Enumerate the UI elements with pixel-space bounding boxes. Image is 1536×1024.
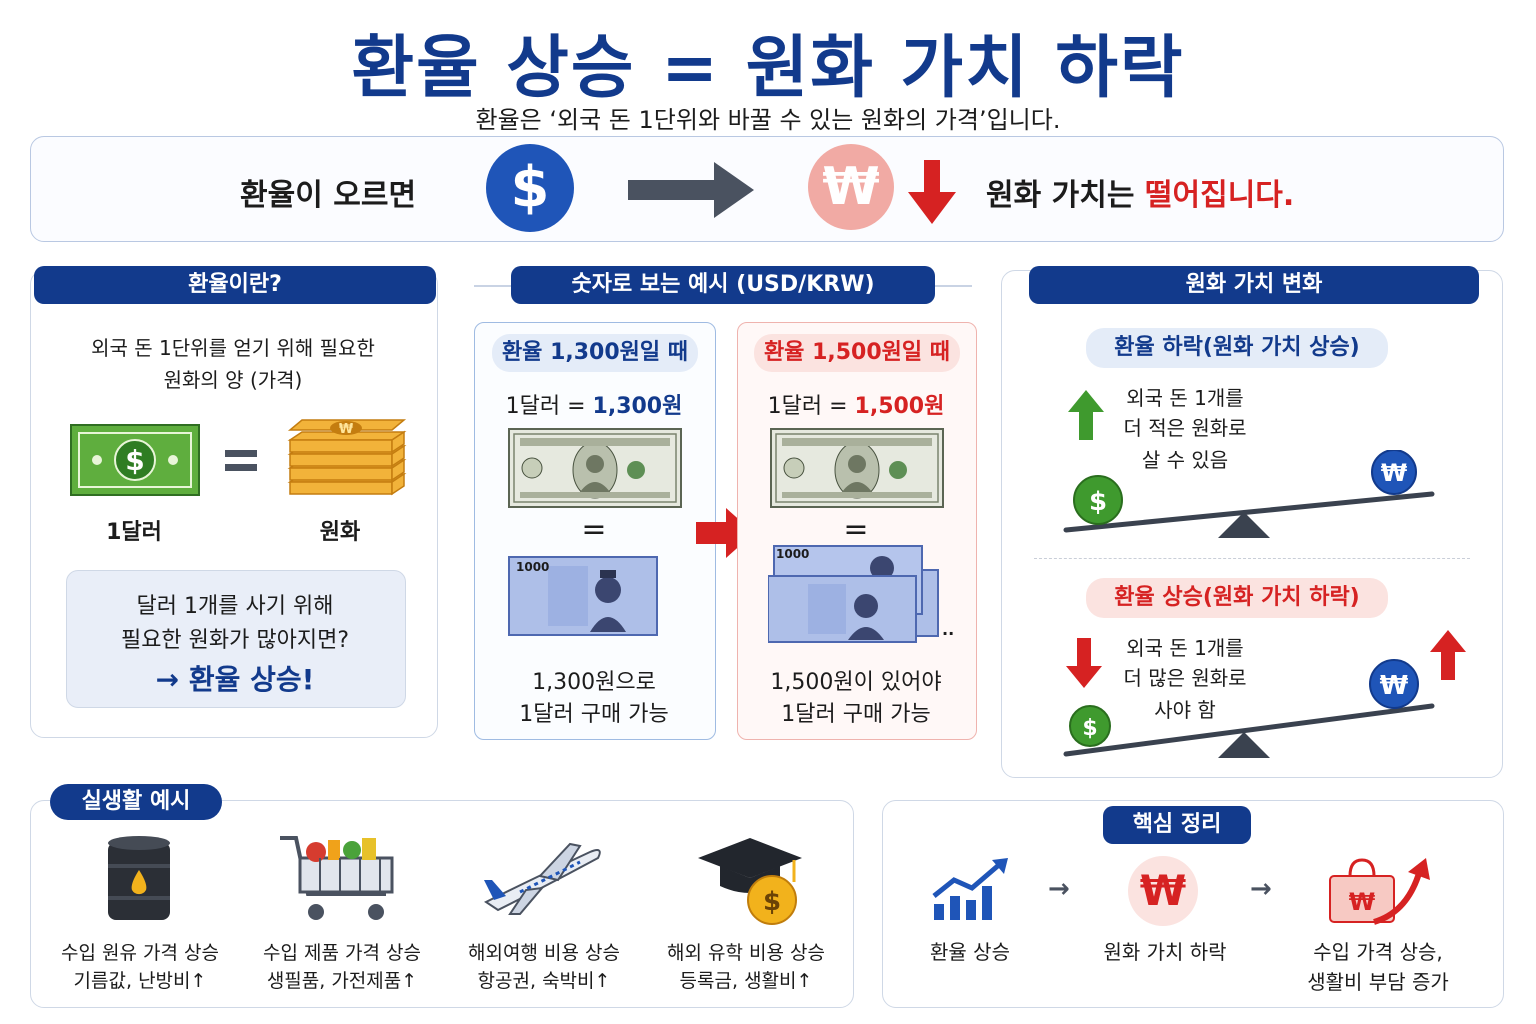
- summary-step-2: 원화 가치 하락: [1103, 940, 1227, 964]
- definition-desc-1: 외국 돈 1단위를 얻기 위해 필요한: [91, 336, 375, 360]
- rate-up-line-1: 외국 돈 1개를: [1126, 636, 1244, 660]
- down-arrow-icon: [908, 160, 956, 224]
- price-bag-up-icon: ₩: [1329, 858, 1430, 925]
- svg-text:$: $: [1082, 716, 1097, 741]
- us-dollar-bill-icon-2: [770, 428, 944, 508]
- dollar-bill-icon: $: [70, 424, 200, 496]
- real-life-item-travel-line-1: 해외여행 비용 상승: [468, 942, 620, 964]
- won-bills-stack-icon: [768, 545, 939, 643]
- more-bills-ellipsis: ..: [942, 620, 955, 639]
- green-up-arrow-icon: [1068, 390, 1104, 440]
- won-stack-icon: ₩: [287, 419, 407, 496]
- real-life-item-travel-line-2: 항공권, 숙박비↑: [477, 970, 611, 992]
- won-bill-number: 1000: [516, 560, 550, 574]
- dollar-coin-icon: $: [486, 144, 574, 232]
- page-title: 환율 상승 = 원화 가치 하락: [351, 29, 1185, 108]
- oil-barrel-icon: [108, 836, 170, 920]
- summary-step-1: 환율 상승: [930, 940, 1010, 964]
- seesaw-low-won-icon: $ ₩: [1063, 659, 1435, 758]
- right-arrow-icon: [628, 162, 754, 218]
- svg-text:₩: ₩: [1349, 888, 1376, 916]
- summary-banner: [30, 136, 1504, 242]
- graduation-cap-icon: $: [698, 838, 802, 925]
- svg-text:$: $: [1089, 487, 1107, 517]
- callout-line-1: 달러 1개를 사기 위해: [136, 594, 334, 619]
- won-label: 원화: [319, 520, 361, 545]
- page-subtitle: 환율은 ‘외국 돈 1단위와 바꿀 수 있는 원화의 가격’입니다.: [475, 106, 1061, 134]
- definition-callout: [66, 570, 406, 708]
- svg-text:₩: ₩: [1380, 671, 1409, 701]
- rate-down-line-1: 외국 돈 1개를: [1126, 386, 1244, 410]
- svg-text:$: $: [125, 444, 144, 477]
- callout-line-2: 필요한 원화가 많아지면?: [120, 628, 350, 653]
- svg-text:$: $: [763, 887, 781, 917]
- real-life-item-oil-line-1: 수입 원유 가격 상승: [61, 942, 219, 964]
- real-life-item-study-line-2: 등록금, 생활비↑: [679, 970, 813, 992]
- real-life-item-study-line-1: 해외 유학 비용 상승: [667, 942, 825, 964]
- airplane-icon: [484, 842, 601, 915]
- real-life-header: 실생활 예시: [50, 784, 222, 820]
- summary-arrow-1: →: [1048, 874, 1070, 904]
- example-tag-1300: 환율 1,300원일 때: [492, 334, 698, 372]
- rate-down-line-2: 더 적은 원화로: [1123, 416, 1247, 440]
- caption-1500-line-2: 1달러 구매 가능: [781, 702, 931, 727]
- definition-desc-2: 원화의 양 (가격): [163, 368, 303, 392]
- shopping-cart-icon: [280, 836, 394, 920]
- summary-step-3-line-1: 수입 가격 상승,: [1313, 940, 1443, 964]
- won-coin-icon: ₩: [808, 144, 894, 230]
- real-life-item-goods-line-1: 수입 제품 가격 상승: [263, 942, 421, 964]
- caption-1300-line-1: 1,300원으로: [532, 670, 656, 695]
- svg-text:₩: ₩: [1381, 459, 1408, 487]
- value-change-header: 원화 가치 변화: [1029, 266, 1479, 304]
- svg-text:₩: ₩: [339, 422, 354, 437]
- us-dollar-bill-icon: [508, 428, 682, 508]
- red-up-arrow-icon: [1430, 630, 1466, 680]
- rate-up-tag: 환율 상승(원화 가치 하락): [1086, 578, 1388, 618]
- caption-1500-line-1: 1,500원이 있어야: [770, 670, 942, 695]
- definition-header: 환율이란?: [34, 266, 436, 304]
- real-life-item-goods-line-2: 생필품, 가전제품↑: [266, 970, 418, 992]
- summary-header: 핵심 정리: [1103, 806, 1251, 844]
- rate-down-tag: 환율 하락(원화 가치 상승): [1086, 328, 1388, 368]
- example-card-1300: [474, 322, 716, 740]
- won-decline-icon: ₩: [1128, 856, 1198, 926]
- example-header: 숫자로 보는 예시 (USD/KRW): [511, 266, 935, 304]
- equals-sign-1300: =: [581, 512, 607, 547]
- equals-icon: [225, 450, 257, 471]
- won-bill-number-2: 1000: [776, 547, 810, 561]
- rate-up-line-2: 더 많은 원화로: [1123, 666, 1247, 690]
- seesaw-low-dollar-icon: $ ₩: [1063, 450, 1435, 538]
- equals-sign-1500: =: [843, 512, 869, 547]
- summary-step-3-line-2: 생활비 부담 증가: [1307, 970, 1449, 994]
- rate-down-line-3: 살 수 있음: [1141, 448, 1229, 472]
- real-life-item-oil-line-2: 기름값, 난방비↑: [73, 970, 207, 992]
- equation-1300: 1달러 = 1,300원: [505, 394, 683, 419]
- rising-chart-icon: [932, 858, 1008, 920]
- banner-highlight: 떨어집니다.: [1144, 178, 1295, 213]
- red-down-arrow-icon: [1066, 638, 1102, 688]
- equation-1500: 1달러 = 1,500원: [767, 394, 945, 419]
- example-card-1500: [737, 322, 977, 740]
- banner-left-text: 환율이 오르면: [240, 178, 417, 213]
- won-bill-icon: [508, 556, 658, 636]
- rate-up-line-3: 사야 함: [1154, 698, 1216, 722]
- caption-1300-line-2: 1달러 구매 가능: [519, 702, 669, 727]
- summary-arrow-2: →: [1250, 874, 1272, 904]
- callout-result: → 환율 상승!: [155, 663, 315, 696]
- example-tag-1500: 환율 1,500원일 때: [754, 334, 960, 372]
- dollar-label: 1달러: [106, 520, 162, 545]
- value-change-divider: [1034, 558, 1470, 559]
- banner-right-text: 원화 가치는 떨어집니다.: [986, 178, 1295, 213]
